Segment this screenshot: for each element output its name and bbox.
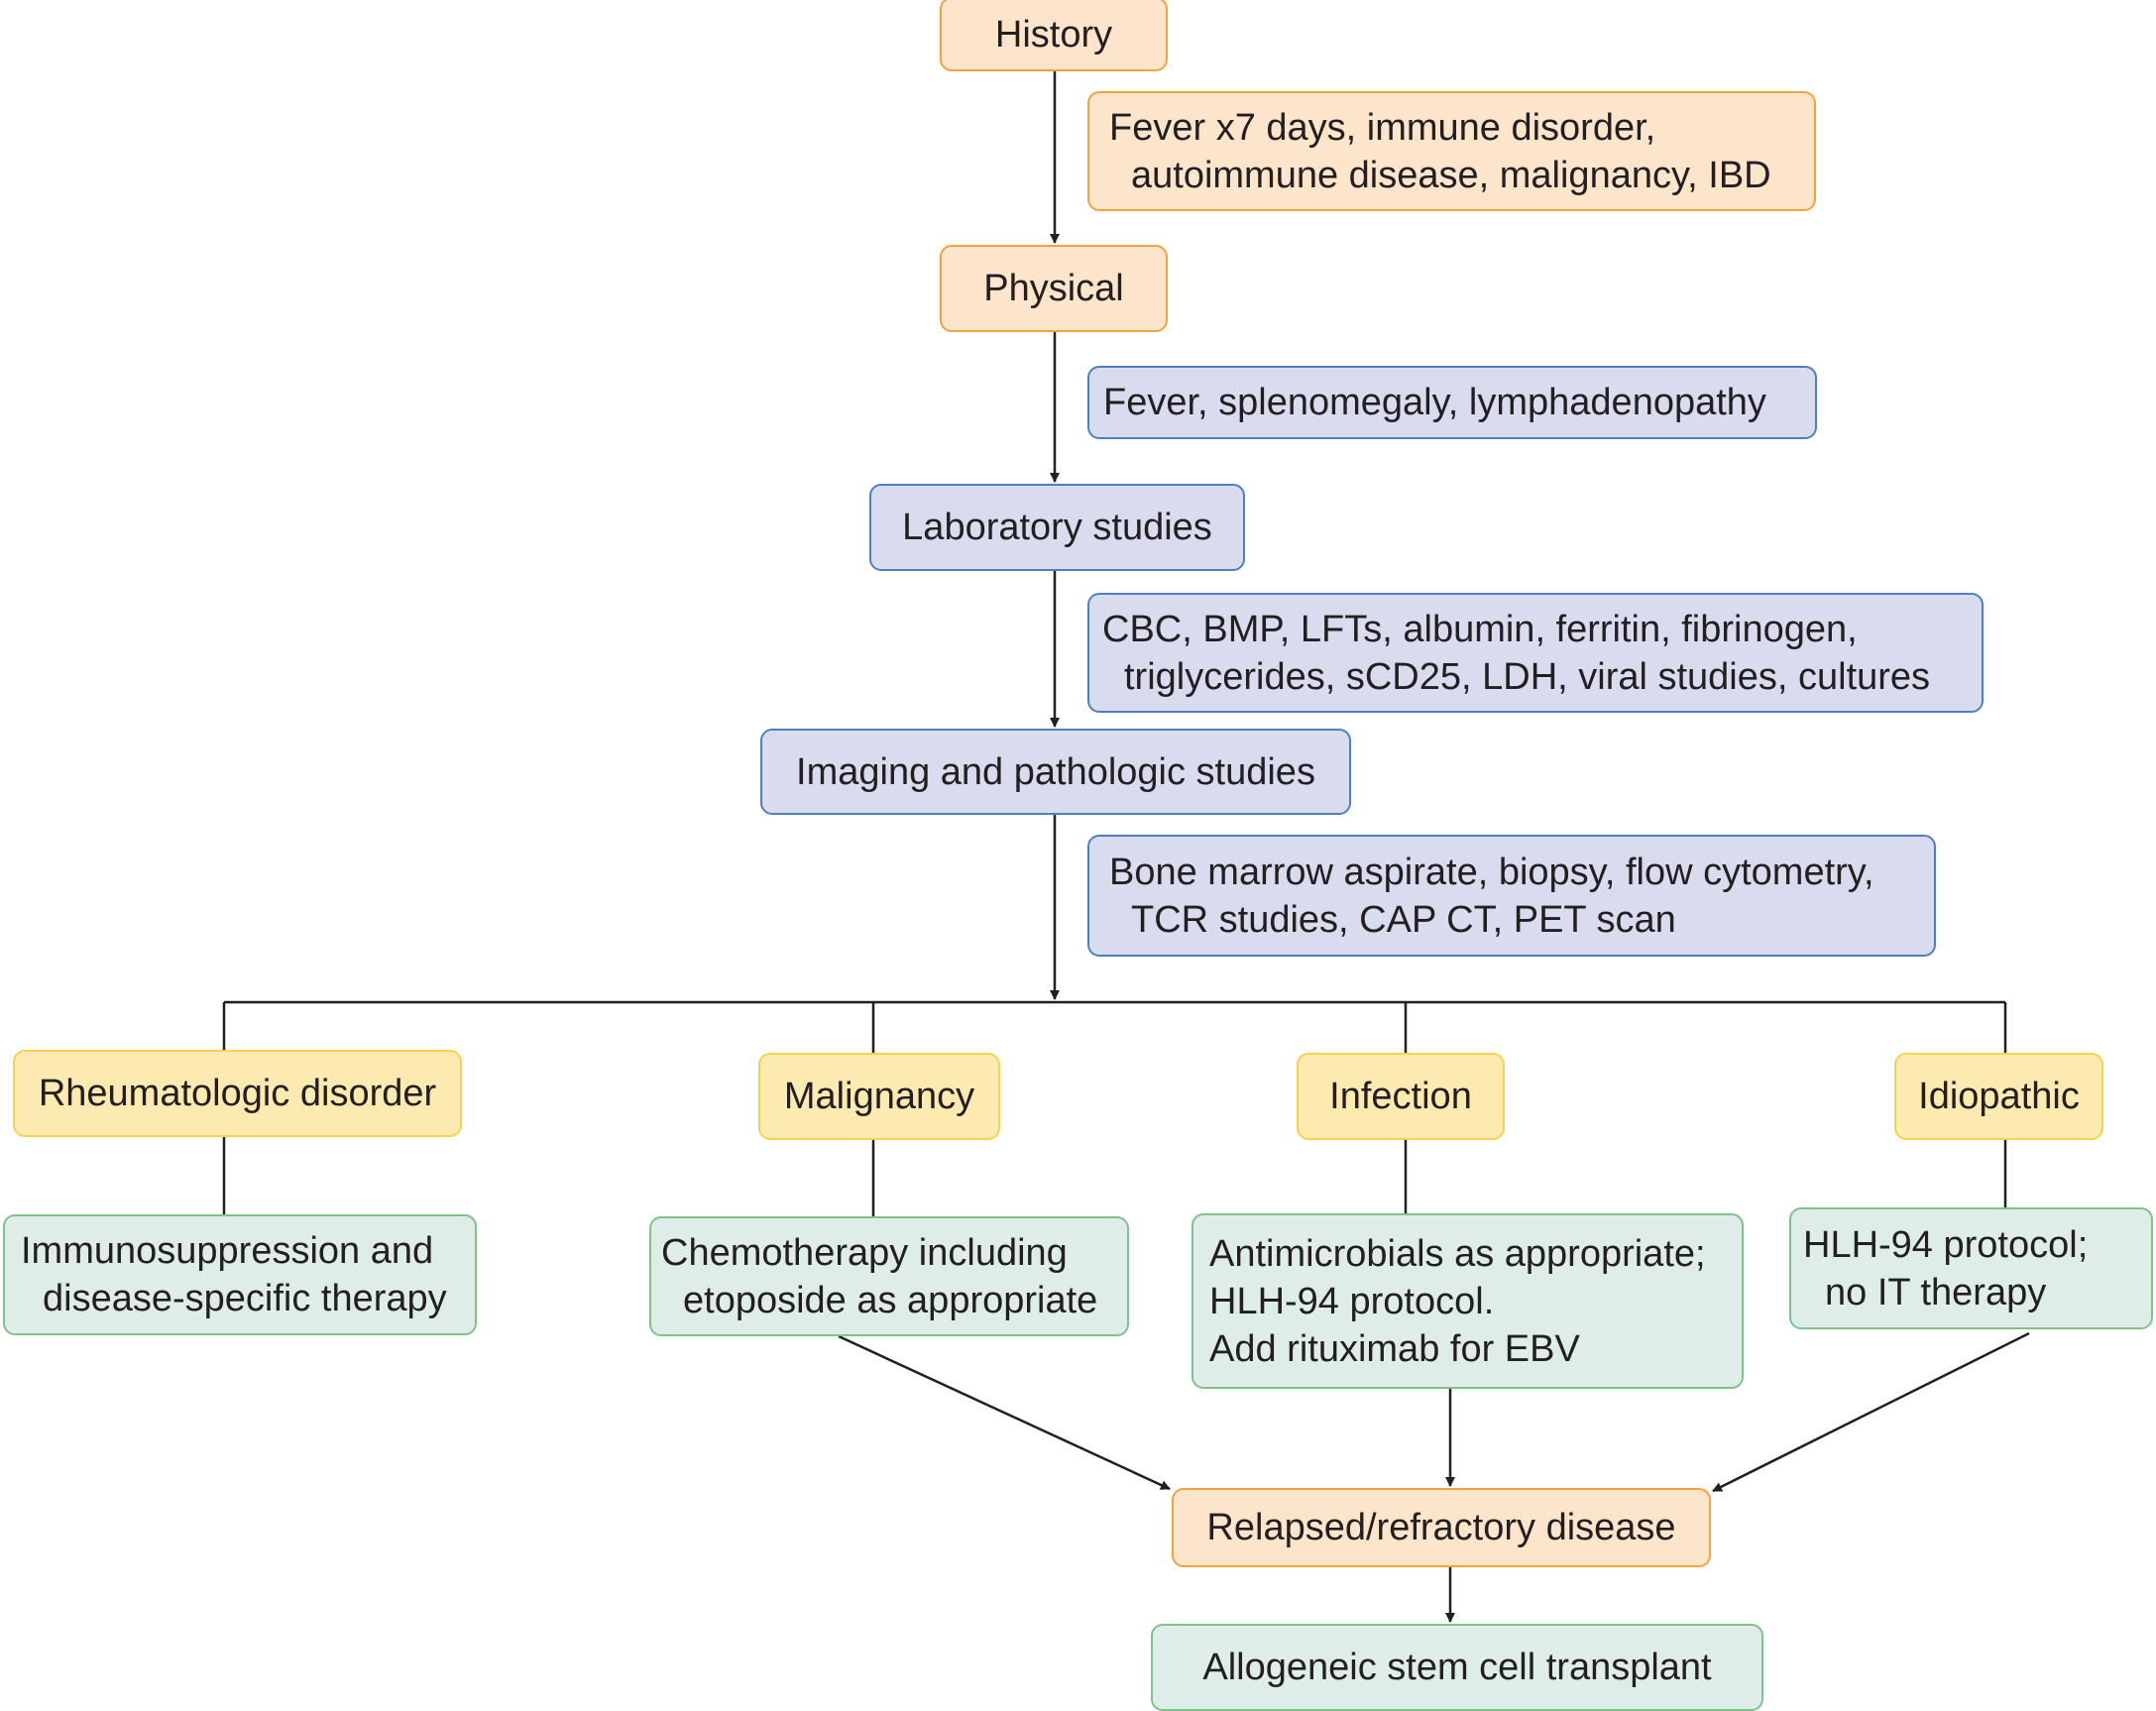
therapy-idiopathic-line-1: HLH-94 protocol; (1803, 1224, 2089, 1266)
therapy-rheumatologic-line-2: disease-specific therapy (43, 1278, 447, 1319)
arrow-idiopathic-to-relapsed (1712, 1331, 2030, 1493)
transplant-box: Allogeneic stem cell transplant (1151, 1624, 1763, 1711)
therapy-malignancy-line-1: Chemotherapy including (661, 1231, 1068, 1274)
imaging-box: Imaging and pathologic studies (760, 729, 1351, 815)
therapy-infection-box: Antimicrobials as appropriate; HLH-94 pr… (1191, 1213, 1744, 1389)
history-detail-line-2: autoimmune disease, malignancy, IBD (1131, 154, 1771, 196)
physical-detail-line-1: Fever, splenomegaly, lymphadenopathy (1103, 382, 1766, 423)
therapy-idiopathic-box: HLH-94 protocol; no IT therapy (1789, 1207, 2153, 1329)
imaging-detail-line-2: TCR studies, CAP CT, PET scan (1131, 898, 1676, 941)
etiology-rheumatologic-label: Rheumatologic disorder (38, 1073, 437, 1114)
therapy-malignancy-box: Chemotherapy including etoposide as appr… (649, 1216, 1129, 1336)
history-box: History (940, 0, 1168, 71)
physical-box: Physical (940, 245, 1168, 332)
laboratory-detail-box: CBC, BMP, LFTs, albumin, ferritin, fibri… (1087, 593, 1984, 713)
relapsed-label: Relapsed/refractory disease (1206, 1507, 1676, 1548)
transplant-label: Allogeneic stem cell transplant (1202, 1647, 1712, 1688)
etiology-rheumatologic-box: Rheumatologic disorder (13, 1050, 462, 1137)
therapy-malignancy-line-2: etoposide as appropriate (683, 1279, 1098, 1321)
history-label: History (994, 13, 1113, 56)
etiology-infection-box: Infection (1297, 1053, 1505, 1140)
physical-detail-box: Fever, splenomegaly, lymphadenopathy (1087, 366, 1817, 439)
arrow-malignancy-to-relapsed (838, 1334, 1171, 1491)
therapy-infection-line-1: Antimicrobials as appropriate; (1209, 1232, 1706, 1275)
therapy-rheumatologic-box: Immunosuppression and disease-specific t… (3, 1214, 477, 1335)
laboratory-detail-line-1: CBC, BMP, LFTs, albumin, ferritin, fibri… (1102, 608, 1858, 650)
imaging-detail-line-1: Bone marrow aspirate, biopsy, flow cytom… (1109, 851, 1874, 893)
therapy-infection-line-3: Add rituximab for EBV (1209, 1327, 1580, 1370)
laboratory-detail-line-2: triglycerides, sCD25, LDH, viral studies… (1124, 655, 1931, 698)
physical-label: Physical (983, 268, 1124, 309)
etiology-idiopathic-label: Idiopathic (1918, 1076, 2080, 1117)
relapsed-box: Relapsed/refractory disease (1172, 1488, 1711, 1567)
etiology-idiopathic-box: Idiopathic (1894, 1053, 2103, 1140)
imaging-label: Imaging and pathologic studies (796, 750, 1315, 793)
etiology-infection-label: Infection (1329, 1076, 1472, 1117)
history-detail-line-1: Fever x7 days, immune disorder, (1109, 106, 1656, 149)
etiology-malignancy-label: Malignancy (783, 1076, 975, 1117)
etiology-malignancy-box: Malignancy (758, 1053, 1000, 1140)
therapy-idiopathic-line-2: no IT therapy (1825, 1272, 2047, 1313)
laboratory-box: Laboratory studies (869, 484, 1245, 571)
laboratory-label: Laboratory studies (902, 507, 1212, 548)
therapy-rheumatologic-line-1: Immunosuppression and (21, 1230, 434, 1272)
therapy-infection-line-2: HLH-94 protocol. (1209, 1280, 1495, 1322)
history-detail-box: Fever x7 days, immune disorder, autoimmu… (1087, 91, 1816, 211)
imaging-detail-box: Bone marrow aspirate, biopsy, flow cytom… (1087, 835, 1936, 957)
